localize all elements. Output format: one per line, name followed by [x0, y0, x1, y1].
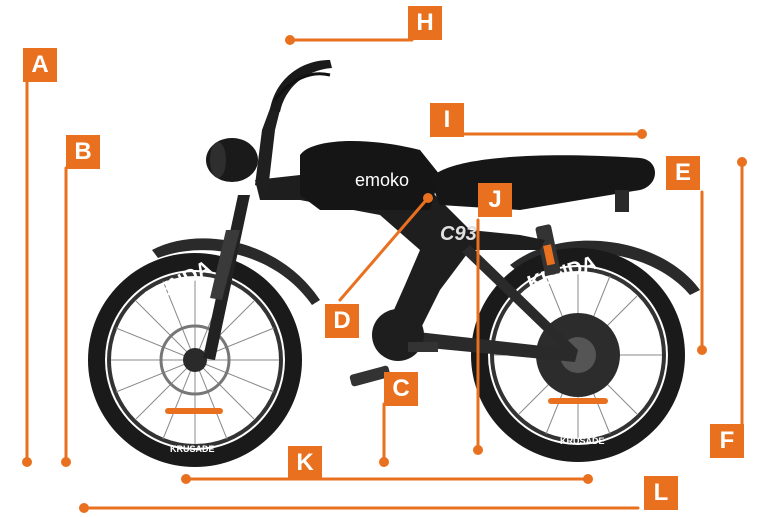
frame-logo: emoko: [355, 170, 409, 190]
dimension-label-j: J: [478, 183, 512, 217]
dimension-label-c: C: [384, 372, 418, 406]
front-wheel: KENDA KRUSADE: [88, 253, 302, 467]
dimension-label-k: K: [288, 446, 322, 480]
dimension-label-b: B: [66, 135, 100, 169]
dimension-label-l: L: [644, 476, 678, 510]
dimension-label-e: E: [666, 156, 700, 190]
dimension-label-f: F: [710, 424, 744, 458]
model-name: C93: [440, 223, 477, 245]
dimension-label-h: H: [408, 6, 442, 40]
front-tire-model: KRUSADE: [170, 444, 215, 454]
dimension-label-d: D: [325, 304, 359, 338]
dimension-label-a: A: [23, 48, 57, 82]
rear-tire-model: KRUSADE: [560, 436, 605, 446]
dimension-label-i: I: [430, 103, 464, 137]
ebike-illustration: KENDA KRUSADE KENDA KRUSADE: [88, 60, 700, 467]
dimension-lines: [22, 35, 747, 513]
